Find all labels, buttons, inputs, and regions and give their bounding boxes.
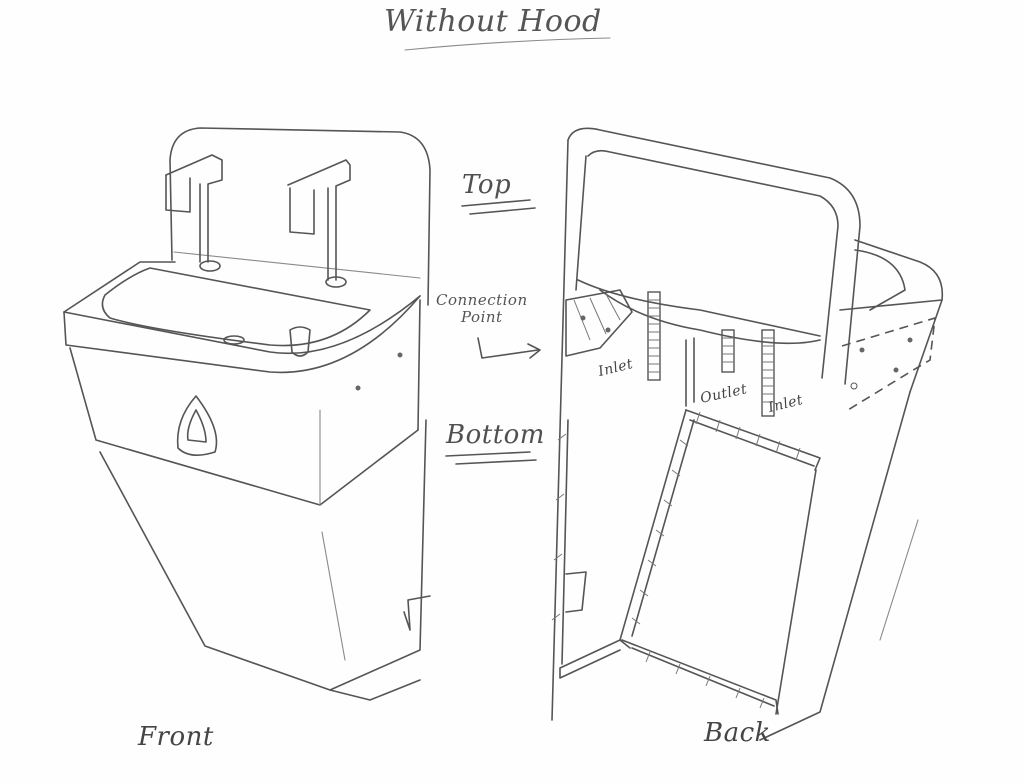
front-view-label: Front (138, 722, 214, 752)
top-section-label: Top (462, 170, 512, 200)
title-underline (404, 37, 611, 51)
back-view-cabinet (551, 127, 944, 741)
top-underline (461, 199, 531, 207)
bottom-section-label: Bottom (446, 420, 545, 450)
connection-point-label: Connection Point (436, 292, 528, 326)
bottom-underline (445, 451, 531, 457)
connection-arrow-icon (477, 337, 539, 359)
connection-point-line1: Connection (436, 291, 528, 309)
back-view-label: Back (704, 718, 771, 748)
connection-point-line2: Point (461, 308, 503, 326)
front-view-sink-unit (63, 127, 431, 701)
sketch-title: Without Hood (384, 4, 602, 39)
